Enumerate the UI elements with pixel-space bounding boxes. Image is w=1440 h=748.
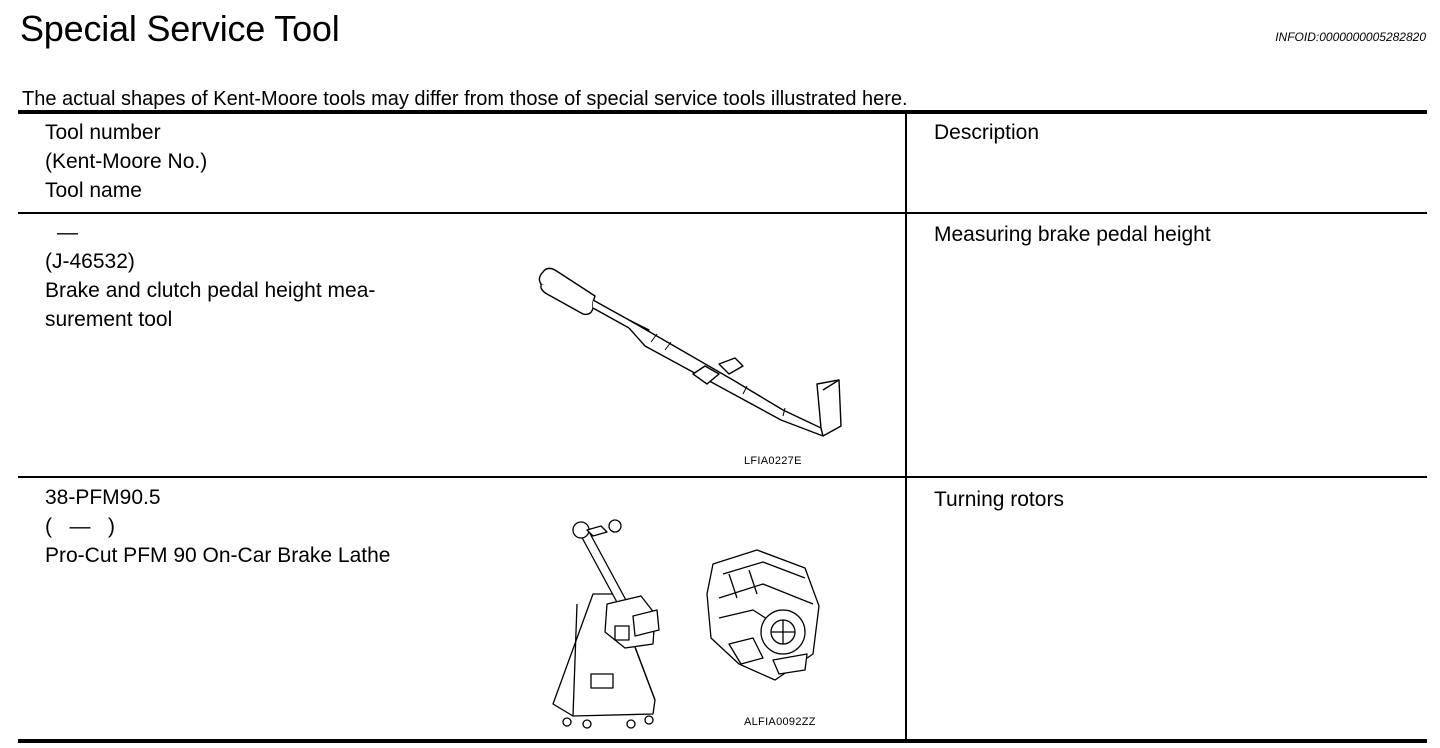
- header-tool-name: Tool name: [45, 179, 142, 202]
- tool-name-line: Pro-Cut PFM 90 On-Car Brake Lathe: [45, 544, 391, 567]
- tool-number: 38-PFM90.5: [45, 486, 161, 509]
- kent-moore-number: (J-46532): [45, 250, 135, 273]
- header-kent-moore: (Kent-Moore No.): [45, 150, 208, 173]
- table-row-1-tool: — (J-46532) Brake and clutch pedal heigh…: [45, 218, 375, 334]
- table-row-2-tool: 38-PFM90.5 ( — ) Pro-Cut PFM 90 On-Car B…: [45, 483, 390, 570]
- figure-code: LFIA0227E: [744, 455, 802, 467]
- figure-code: ALFIA0092ZZ: [744, 716, 816, 728]
- table-row-1-description: Measuring brake pedal height: [934, 223, 1211, 246]
- tool-name-line: Brake and clutch pedal height mea-: [45, 279, 376, 302]
- kent-moore-number: ( — ): [45, 515, 115, 538]
- page-title: Special Service Tool: [20, 8, 340, 49]
- header-tool-column: Tool number (Kent-Moore No.) Tool name: [45, 118, 207, 205]
- row-divider: [18, 476, 1427, 478]
- table-row-2-description: Turning rotors: [934, 488, 1064, 511]
- tool-number: —: [57, 221, 78, 244]
- info-id: INFOID:0000000005282820: [1275, 30, 1426, 44]
- tool-name-line: surement tool: [45, 308, 173, 331]
- header-tool-number: Tool number: [45, 121, 161, 144]
- brake-lathe-illustration: [552, 519, 820, 729]
- header-row-divider: [18, 212, 1427, 214]
- column-divider: [905, 114, 907, 739]
- header-description: Description: [934, 121, 1040, 144]
- pedal-height-tool-illustration: [538, 267, 842, 437]
- tool-table: Tool number (Kent-Moore No.) Tool name D…: [18, 110, 1427, 743]
- note-text: The actual shapes of Kent-Moore tools ma…: [22, 88, 908, 110]
